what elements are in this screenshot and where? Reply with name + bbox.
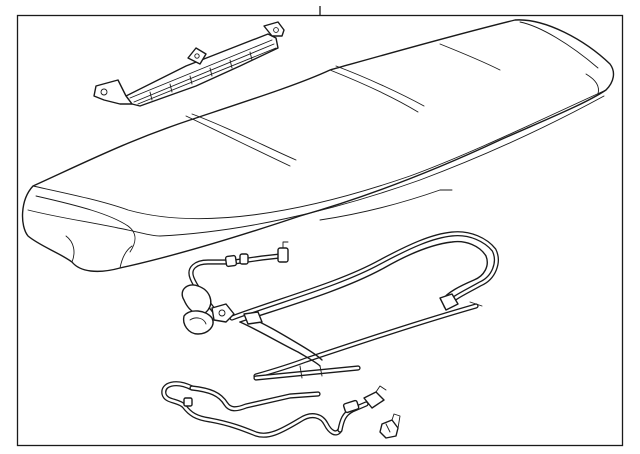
wiring-harness-upper bbox=[181, 231, 499, 379]
drain-hose bbox=[253, 365, 361, 381]
stop-lamp-assembly bbox=[93, 21, 285, 107]
connector-clip bbox=[379, 413, 401, 439]
rear-spoiler bbox=[21, 19, 615, 273]
wiring-harness-lower bbox=[161, 381, 387, 438]
